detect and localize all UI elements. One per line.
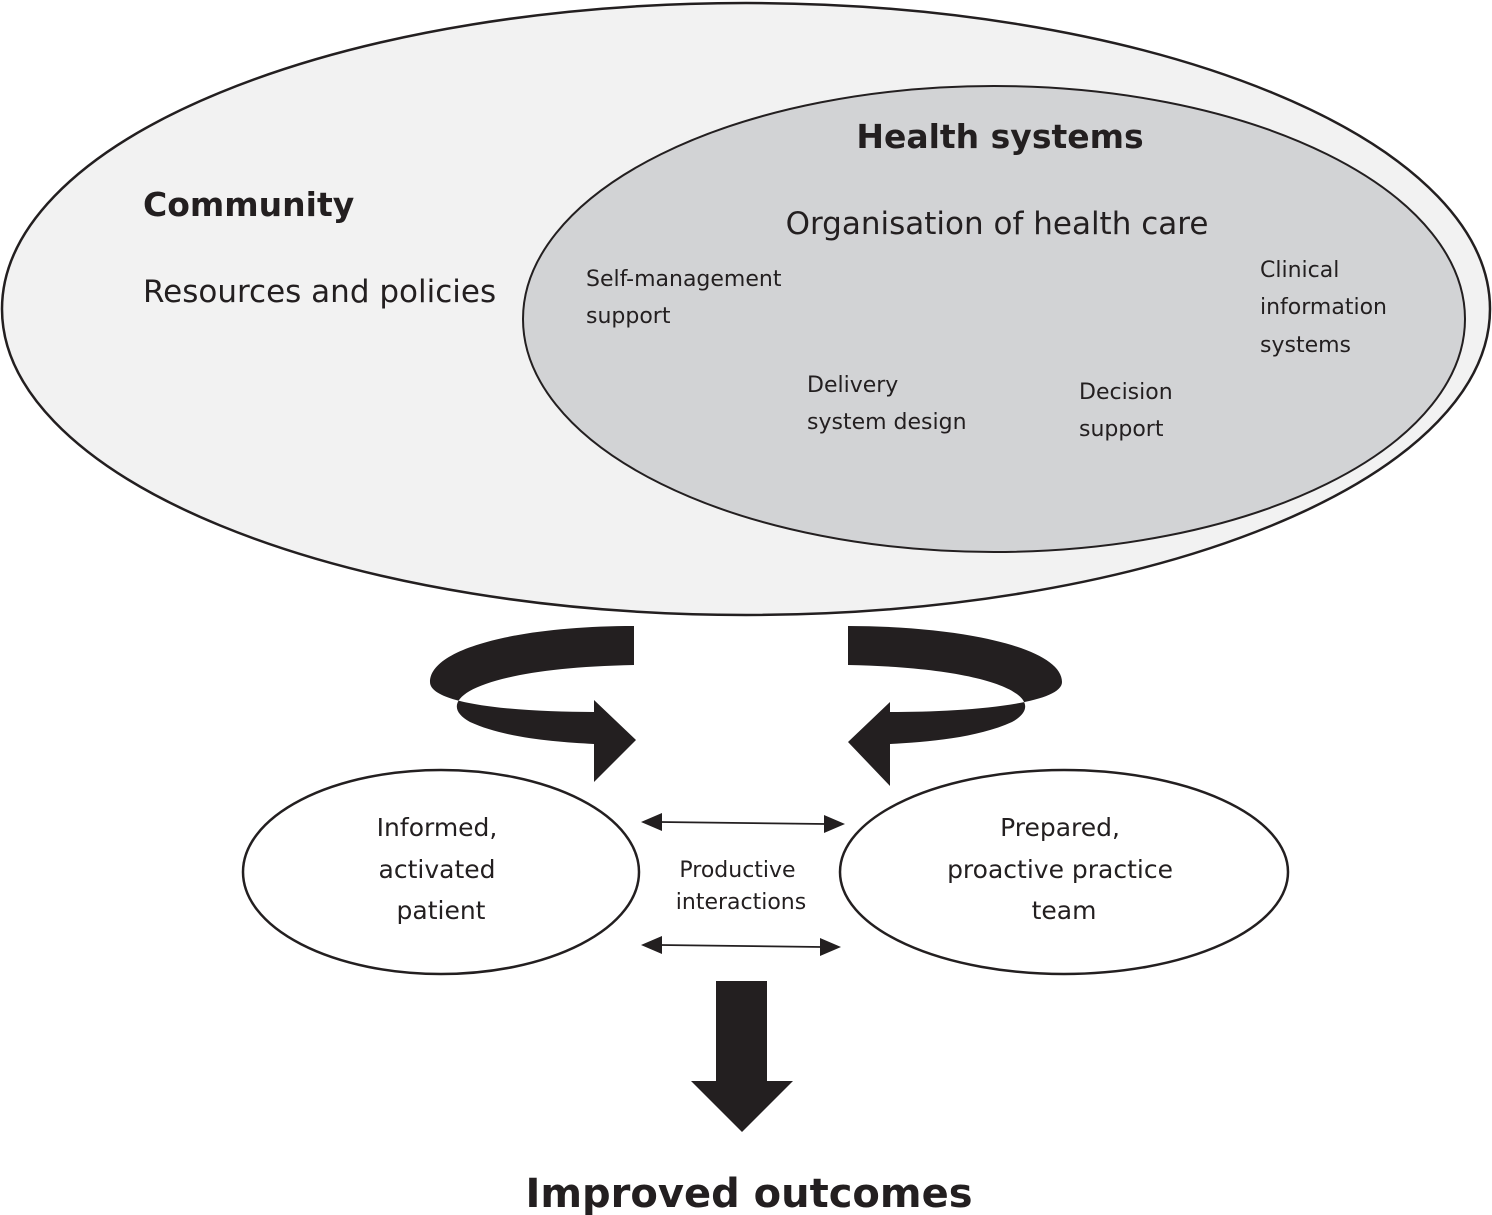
team-label: Prepared, proactive practice team [947,813,1181,925]
interaction-arrow-bottom [641,936,841,956]
patient-label: Informed, activated patient [377,813,506,925]
component-clinical-information-systems: Clinical information systems [1260,258,1394,358]
team-line: proactive practice [947,855,1173,884]
interactions-line: interactions [676,890,806,915]
component-decision-support: Decision support [1079,380,1180,442]
component-line: Decision [1079,380,1173,405]
outcome-down-arrow [691,981,793,1132]
component-line: Clinical [1260,258,1339,283]
curved-arrow-left [430,626,636,782]
health-systems-title: Health systems [856,117,1143,156]
component-delivery-system-design: Delivery system design [807,373,967,435]
component-line: Delivery [807,373,898,398]
curved-arrow-right [848,626,1062,786]
component-line: system design [807,410,967,435]
patient-line: activated [379,855,496,884]
interactions-line: Productive [679,858,795,883]
team-line: team [1032,896,1097,925]
component-line: Self-management [586,267,782,292]
health-systems-subtitle: Organisation of health care [786,206,1209,242]
component-line: support [586,304,671,329]
component-line: support [1079,417,1164,442]
interaction-arrow-top [641,813,845,833]
patient-line: patient [397,896,486,925]
team-line: Prepared, [1000,813,1120,842]
component-line: information [1260,295,1387,320]
outcome-label: Improved outcomes [525,1171,972,1215]
interactions-label: Productive interactions [676,858,806,915]
component-self-management: Self-management support [586,267,788,329]
community-subtitle: Resources and policies [143,274,496,310]
component-line: systems [1260,333,1351,358]
patient-ellipse [241,768,641,976]
team-ellipse [838,768,1290,976]
community-title: Community [143,185,354,224]
patient-line: Informed, [377,813,498,842]
health-systems-ellipse [522,85,1466,553]
